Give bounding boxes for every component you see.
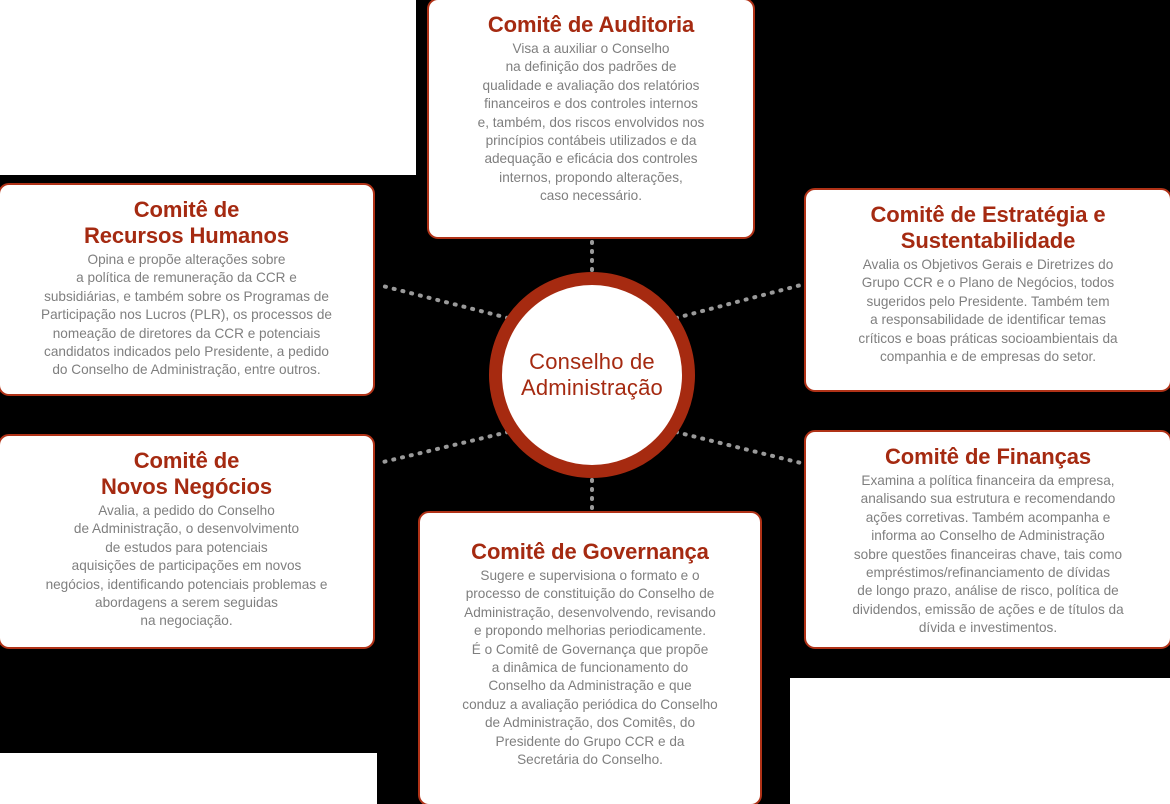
committee-body-auditoria: Visa a auxiliar o Conselho na definição … [477,40,705,204]
committee-card-novos-negocios[interactable]: Comitê de Novos Negócios Avalia, a pedid… [0,434,375,649]
committee-title-novos-negocios: Comitê de Novos Negócios [101,448,272,499]
committee-body-governanca: Sugere e supervisiona o formato e o proc… [462,567,718,768]
committee-title-recursos-humanos: Comitê de Recursos Humanos [83,197,289,248]
committee-body-financas: Examina a política financeira da empresa… [852,472,1124,636]
committee-card-governanca[interactable]: Comitê de Governança Sugere e supervisio… [418,511,762,804]
committee-title-financas: Comitê de Finanças [884,444,1092,469]
central-node-label: Conselho de Administração [521,348,663,400]
committee-card-financas[interactable]: Comitê de Finanças Examina a política fi… [804,430,1170,649]
committee-card-estrategia-sustentabilidade[interactable]: Comitê de Estratégia e Sustentabilidade … [804,188,1170,392]
committee-title-estrategia-sustentabilidade: Comitê de Estratégia e Sustentabilidade [870,202,1106,253]
committee-title-governanca: Comitê de Governança [471,539,709,564]
committee-title-auditoria: Comitê de Auditoria [487,12,695,37]
committee-card-recursos-humanos[interactable]: Comitê de Recursos Humanos Opina e propõ… [0,183,375,396]
central-node-conselho-de-administracao[interactable]: Conselho de Administração [489,272,695,478]
committee-card-auditoria[interactable]: Comitê de Auditoria Visa a auxiliar o Co… [427,0,755,239]
committee-body-recursos-humanos: Opina e propõe alterações sobre a políti… [41,251,332,378]
committee-body-novos-negocios: Avalia, a pedido do Conselho de Administ… [45,502,328,629]
page-bleed-bottom-right [790,678,1170,804]
page-bleed-top-left [0,0,416,175]
committee-body-estrategia-sustentabilidade: Avalia os Objetivos Gerais e Diretrizes … [858,256,1118,364]
page-bleed-bottom-left [0,753,377,804]
